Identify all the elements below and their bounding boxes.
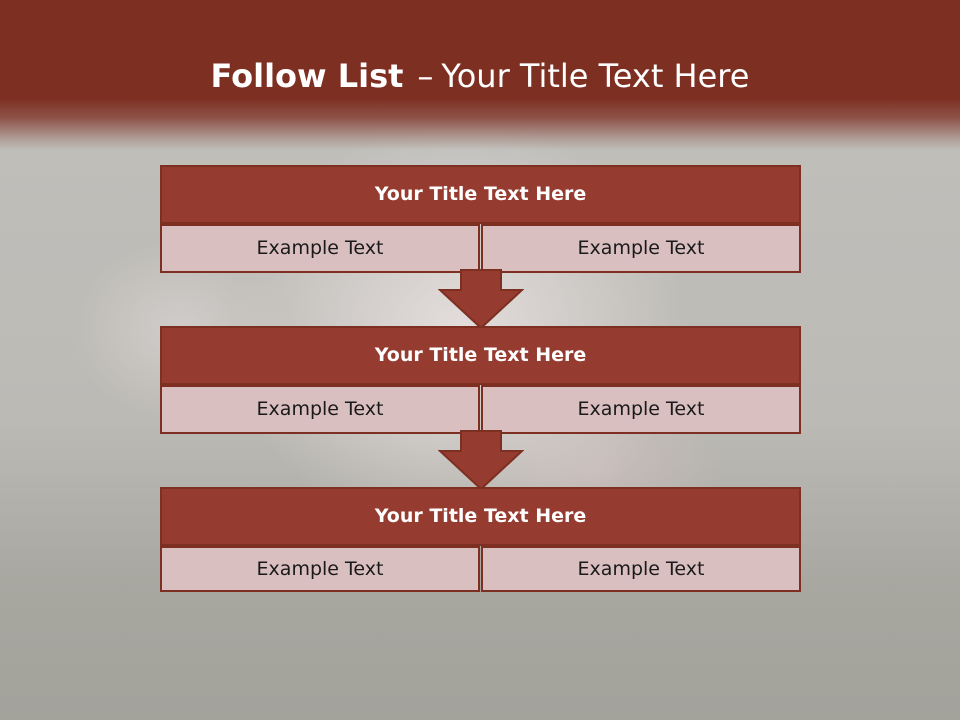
slide-title-separator: – (417, 57, 434, 95)
slide-title: Follow List–Your Title Text Here (0, 52, 960, 100)
step-title-3: Your Title Text Here (160, 487, 801, 546)
step-title-2: Your Title Text Here (160, 326, 801, 385)
step-2-left-text: Example Text (160, 385, 480, 434)
step-title-1: Your Title Text Here (160, 165, 801, 224)
step-block-3: Your Title Text Here Example Text Exampl… (160, 487, 801, 593)
down-arrow-icon (438, 430, 524, 491)
step-1-left-text: Example Text (160, 224, 480, 273)
slide-title-text: Your Title Text Here (441, 57, 750, 95)
step-block-2: Your Title Text Here Example Text Exampl… (160, 326, 801, 434)
title-banner (0, 0, 960, 150)
down-arrow-icon (438, 269, 524, 330)
slide-title-bold: Follow List (210, 57, 404, 95)
step-3-left-text: Example Text (160, 546, 480, 592)
step-2-right-text: Example Text (481, 385, 801, 434)
step-block-1: Your Title Text Here Example Text Exampl… (160, 165, 801, 273)
step-1-right-text: Example Text (481, 224, 801, 273)
step-3-right-text: Example Text (481, 546, 801, 592)
